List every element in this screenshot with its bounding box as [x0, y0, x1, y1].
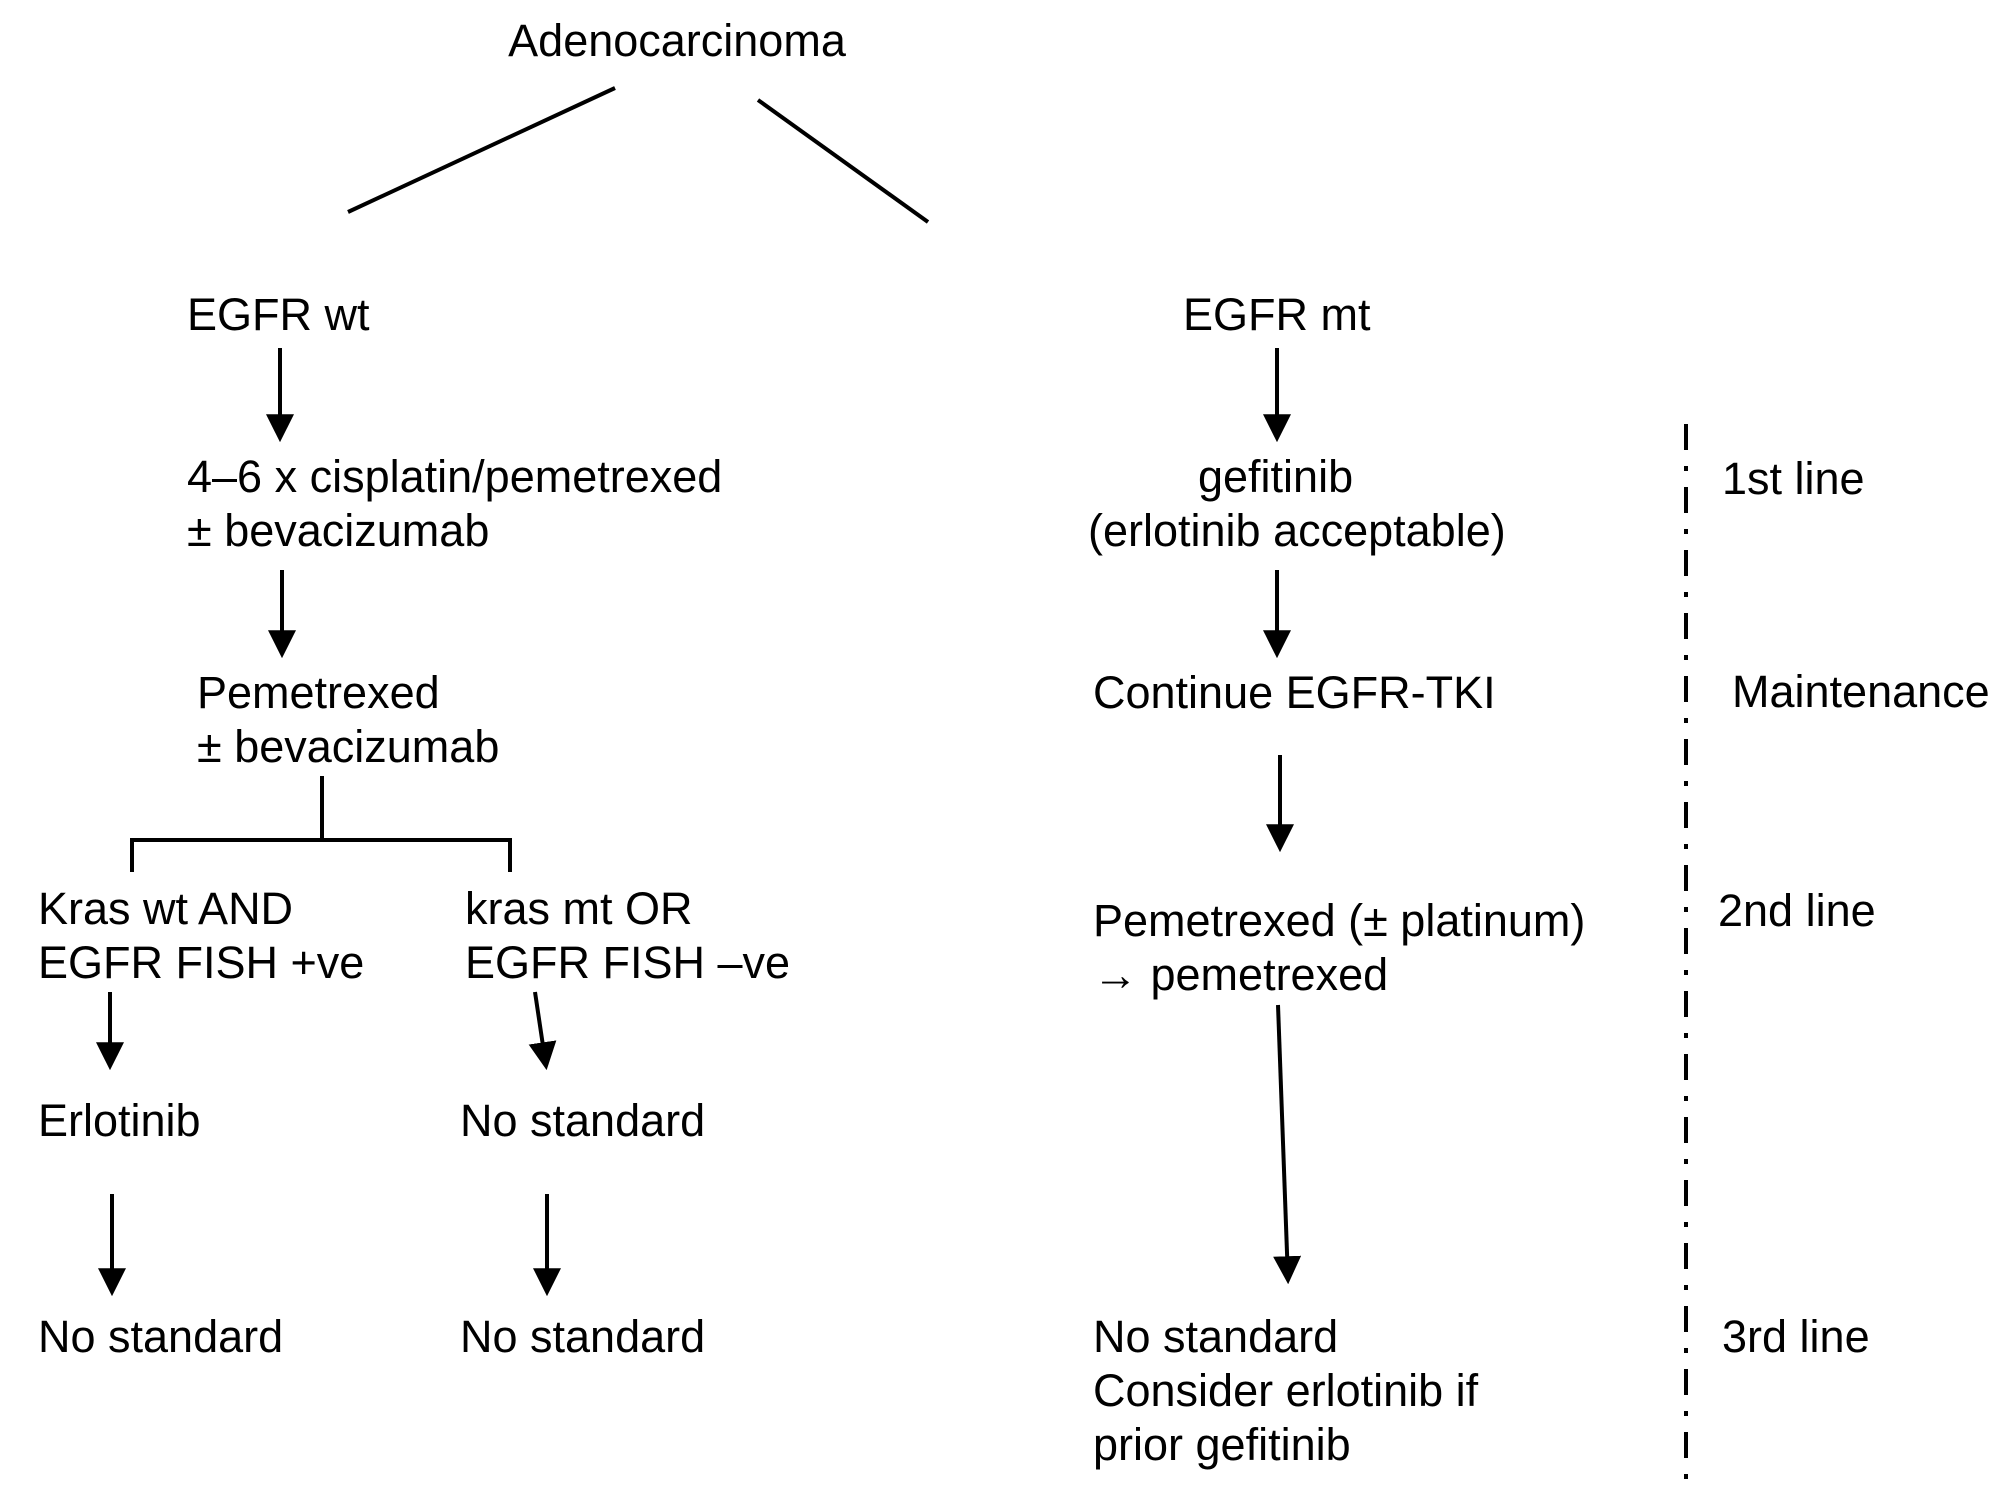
node-gefitinib-note: (erlotinib acceptable)	[1088, 504, 1506, 558]
stage-label-2nd-line: 2nd line	[1718, 885, 1876, 936]
arrow-down-icon	[528, 991, 557, 1071]
branch-line-left	[347, 86, 616, 214]
node-no-standard-label: No standard	[1093, 1311, 1339, 1362]
node-egfr-wt: EGFR wt	[187, 288, 370, 342]
node-consider-erlotinib-line1: Consider erlotinib if	[1093, 1365, 1479, 1416]
node-pemetrexed-platinum-line2: → pemetrexed	[1093, 948, 1585, 1002]
node-egfr-wt-label: EGFR wt	[187, 289, 370, 340]
node-kras-wt-criteria-line2: EGFR FISH +ve	[38, 937, 365, 988]
node-pemetrexed-maintenance: Pemetrexed ± bevacizumab	[197, 666, 499, 774]
node-kras-mt-criteria-line2: EGFR FISH –ve	[465, 937, 791, 988]
node-gefitinib: gefitinib	[1198, 450, 1353, 504]
node-no-standard-label: No standard	[460, 1095, 706, 1146]
stage-label-3rd-line: 3rd line	[1722, 1311, 1870, 1362]
node-pemetrexed-platinum-line1: Pemetrexed (± platinum)	[1093, 895, 1586, 946]
stage-label-maintenance: Maintenance	[1732, 666, 1990, 717]
node-no-standard-egfr-mt: No standard Consider erlotinib if prior …	[1093, 1310, 1478, 1472]
node-no-standard-kras-wt: No standard	[38, 1310, 283, 1364]
branch-line-right	[756, 98, 930, 224]
node-gefitinib-line1: gefitinib	[1198, 451, 1354, 502]
node-egfr-mt: EGFR mt	[1183, 288, 1371, 342]
node-continue-egfr-tki: Continue EGFR-TKI	[1093, 666, 1496, 720]
node-no-standard-kras-mt-2nd: No standard	[460, 1094, 705, 1148]
node-consider-erlotinib-line2: prior gefitinib	[1093, 1419, 1351, 1470]
node-erlotinib: Erlotinib	[38, 1094, 201, 1148]
node-adenocarcinoma: Adenocarcinoma	[508, 14, 846, 68]
stage-label-1st-line: 1st line	[1722, 453, 1865, 504]
node-kras-wt-criteria-line1: Kras wt AND	[38, 883, 294, 934]
node-kras-mt-criteria-line1: kras mt OR	[465, 883, 693, 934]
arrow-right-icon: →	[1093, 949, 1138, 1000]
node-pemetrexed-maintenance-line2: ± bevacizumab	[197, 721, 500, 772]
node-pemetrexed-followup-label: pemetrexed	[1138, 949, 1389, 1000]
node-adenocarcinoma-label: Adenocarcinoma	[508, 15, 846, 66]
node-continue-egfr-tki-label: Continue EGFR-TKI	[1093, 667, 1496, 718]
node-kras-mt-criteria: kras mt OR EGFR FISH –ve	[465, 882, 790, 990]
node-cisplatin-pemetrexed-line2: ± bevacizumab	[187, 505, 490, 556]
node-erlotinib-label: Erlotinib	[38, 1095, 201, 1146]
node-pemetrexed-platinum: Pemetrexed (± platinum) → pemetrexed	[1093, 894, 1585, 1002]
node-cisplatin-pemetrexed: 4–6 x cisplatin/pemetrexed ± bevacizumab	[187, 450, 722, 558]
node-kras-wt-criteria: Kras wt AND EGFR FISH +ve	[38, 882, 364, 990]
arrow-down-icon	[1273, 1004, 1302, 1285]
node-gefitinib-line2: (erlotinib acceptable)	[1088, 505, 1506, 556]
node-pemetrexed-maintenance-line1: Pemetrexed	[197, 667, 440, 718]
node-no-standard-kras-mt-3rd: No standard	[460, 1310, 705, 1364]
node-cisplatin-pemetrexed-line1: 4–6 x cisplatin/pemetrexed	[187, 451, 723, 502]
node-egfr-mt-label: EGFR mt	[1183, 289, 1371, 340]
node-no-standard-label: No standard	[38, 1311, 284, 1362]
node-no-standard-label: No standard	[460, 1311, 706, 1362]
